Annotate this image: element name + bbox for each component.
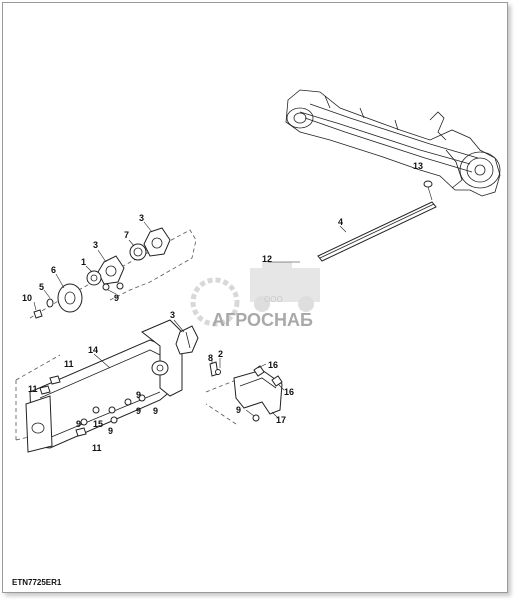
- bearing-group: [33, 227, 171, 319]
- watermark-prefix: ООО: [264, 295, 283, 304]
- figure-code: ETN7725ER1: [12, 578, 62, 587]
- callout-13: 13: [413, 161, 423, 171]
- callout-9-frame-a: 9: [136, 390, 141, 400]
- callout-3-top: 3: [139, 213, 144, 223]
- shaft-collar-13: [423, 180, 433, 201]
- callout-9-bearing: 9: [114, 293, 119, 303]
- callout-17: 17: [276, 415, 286, 425]
- callout-9-frame-c: 9: [136, 406, 141, 416]
- callout-6: 6: [51, 265, 56, 275]
- callout-4: 4: [338, 217, 343, 227]
- callout-11-a: 11: [64, 359, 74, 369]
- callout-15: 15: [93, 419, 103, 429]
- callout-9-frame-d: 9: [108, 426, 113, 436]
- callout-labels: 3 7 3 1 6 5 10 9 4 12 13 3 14 8 2 16 16 …: [22, 161, 423, 453]
- callout-14: 14: [88, 345, 98, 355]
- callout-8: 8: [208, 353, 213, 363]
- callout-12: 12: [262, 254, 272, 264]
- callout-11-c: 11: [92, 443, 102, 453]
- support-frame: [25, 319, 183, 453]
- watermark-logo: ООО: [190, 262, 320, 327]
- callout-7: 7: [124, 230, 129, 240]
- header-chain-assembly: [285, 89, 501, 197]
- callout-11-b: 11: [28, 384, 38, 394]
- watermark-text: АГРОСНАБ: [212, 310, 313, 330]
- callout-9-bracket: 9: [236, 405, 241, 415]
- leader-lines: [33, 221, 347, 419]
- callout-9-frame-e: 9: [76, 419, 81, 429]
- drive-shaft: [317, 201, 437, 262]
- callout-3-left: 3: [93, 240, 98, 250]
- callout-9-frame-b: 9: [153, 406, 158, 416]
- callout-1: 1: [81, 257, 86, 267]
- callout-2: 2: [218, 349, 223, 359]
- group-outline-bracket: [205, 379, 237, 425]
- mount-bracket: [233, 365, 283, 422]
- callout-16-top: 16: [268, 360, 278, 370]
- callout-5: 5: [39, 282, 44, 292]
- middle-bracket: [175, 325, 221, 377]
- callout-10: 10: [22, 293, 32, 303]
- callout-3-mid: 3: [170, 310, 175, 320]
- callout-16-right: 16: [284, 387, 294, 397]
- group-outline-bearings: [29, 229, 197, 319]
